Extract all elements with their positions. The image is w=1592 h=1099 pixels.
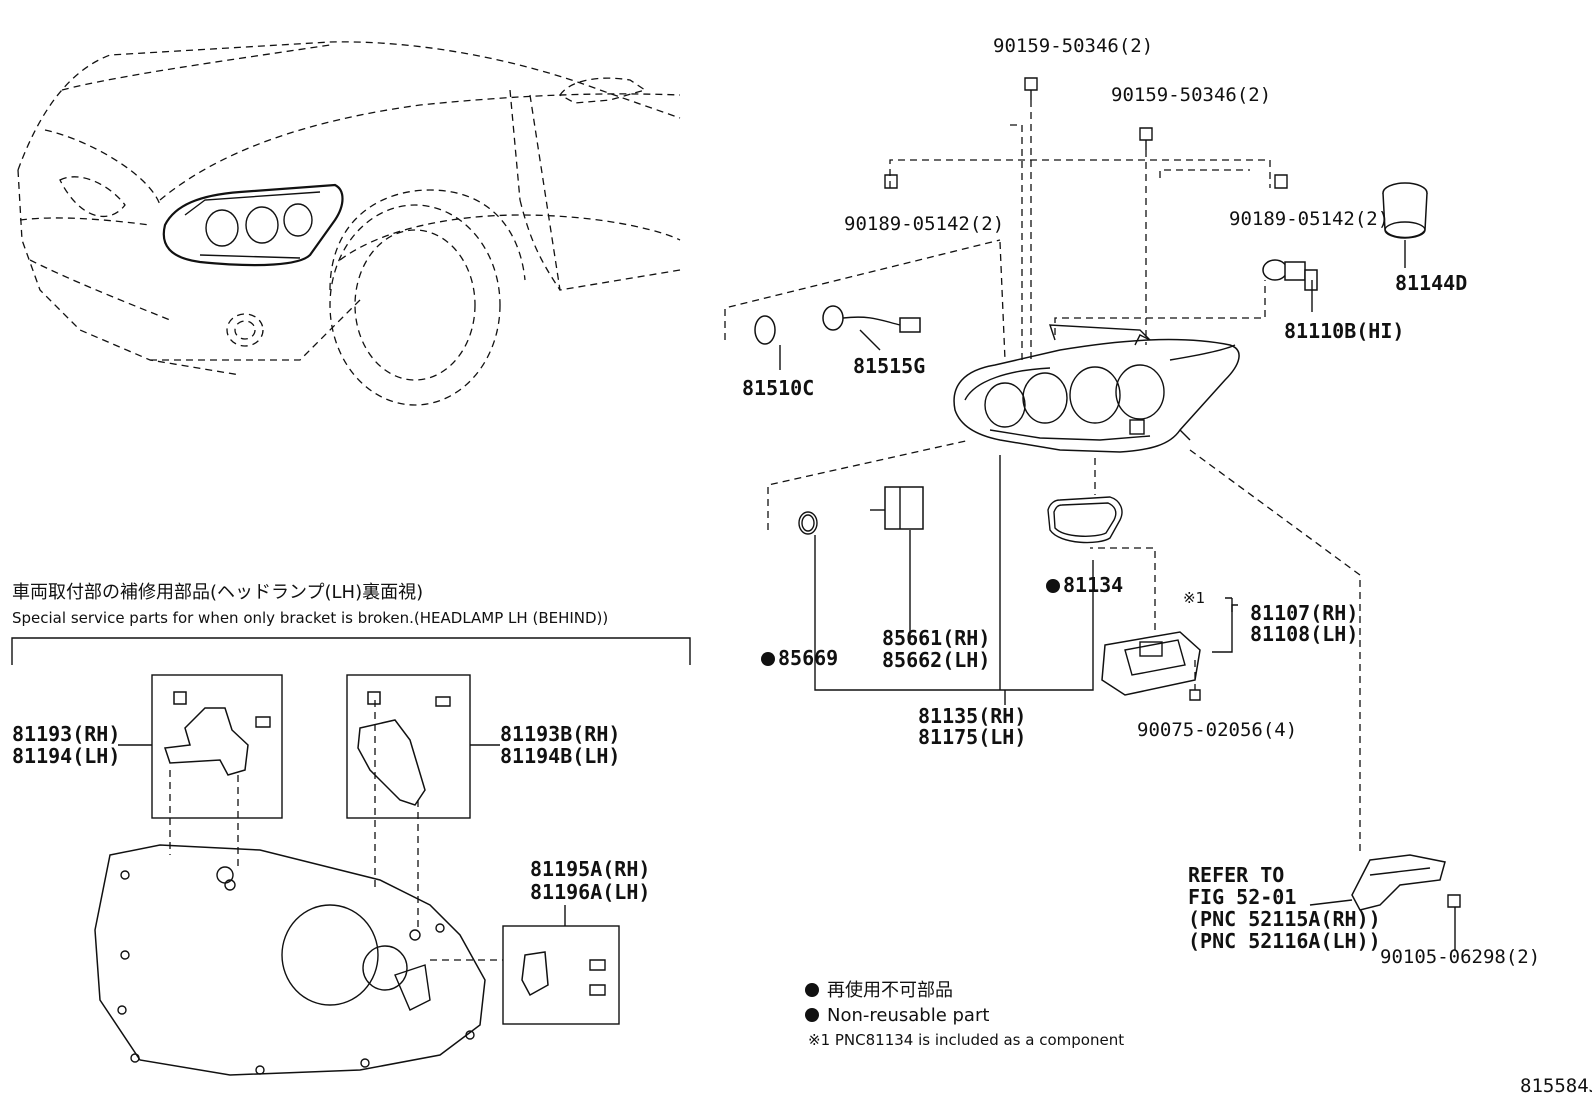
label-81194b: 81194B(LH) xyxy=(500,744,620,768)
legend-bullet-icon xyxy=(805,983,819,997)
leveling-motor-85661-icon xyxy=(870,486,924,530)
gasket-81134-icon xyxy=(1047,496,1123,544)
legend-bullet-icon xyxy=(805,1008,819,1022)
bolt-90159-icon xyxy=(1024,77,1038,100)
label-81107: 81107(RH) xyxy=(1250,601,1358,625)
bulb-81110b-icon xyxy=(1262,259,1318,291)
label-85669: 85669 xyxy=(778,646,838,670)
bolt-90159-b-icon xyxy=(1139,127,1153,150)
special-service-title-en: Special service parts for when only brac… xyxy=(12,609,608,627)
label-81194: 81194(LH) xyxy=(12,744,120,768)
diagram-id: 815584J xyxy=(1520,1075,1592,1097)
label-81175: 81175(LH) xyxy=(918,725,1026,749)
headlamp-assembly xyxy=(953,324,1240,453)
bulb-81510c-icon xyxy=(754,315,776,345)
special-service-title-jp: 車両取付部の補修用部品(ヘッドランプ(LH)裏面視) xyxy=(12,582,423,603)
label-85662: 85662(LH) xyxy=(882,648,990,672)
non-reusable-marker-icon xyxy=(1046,579,1060,593)
label-81515g: 81515G xyxy=(853,354,925,378)
o-ring-85669-icon xyxy=(798,511,818,535)
label-81195a: 81195A(RH) xyxy=(530,857,650,881)
non-reusable-marker-icon xyxy=(761,652,775,666)
label-81193b: 81193B(RH) xyxy=(500,722,620,746)
refer-to-line4: (PNC 52116A(LH)) xyxy=(1188,929,1381,953)
label-90075-02056: 90075-02056(4) xyxy=(1137,719,1297,741)
bolt-90075-icon xyxy=(1189,689,1201,701)
special-service-section xyxy=(11,637,691,1076)
label-90189-05142-a: 90189-05142(2) xyxy=(844,213,1004,235)
label-85661: 85661(RH) xyxy=(882,626,990,650)
label-81135: 81135(RH) xyxy=(918,704,1026,728)
bolt-90105-icon xyxy=(1447,894,1461,908)
refer-to-line2: FIG 52-01 xyxy=(1188,885,1296,909)
refer-to-line1: REFER TO xyxy=(1188,863,1284,887)
car-front-illustration xyxy=(17,41,681,406)
label-81144d: 81144D xyxy=(1395,271,1467,295)
label-90105-06298: 90105-06298(2) xyxy=(1380,946,1540,968)
bracket-52115a-icon xyxy=(1351,854,1446,911)
refer-to-line3: (PNC 52115A(RH)) xyxy=(1188,907,1381,931)
legend-jp: 再使用不可部品 xyxy=(827,980,953,1001)
cap-81144d-icon xyxy=(1382,182,1428,239)
label-81510c: 81510C xyxy=(742,376,814,400)
label-81193: 81193(RH) xyxy=(12,722,120,746)
label-81110b: 81110B(HI) xyxy=(1284,319,1404,343)
label-81134: 81134 xyxy=(1063,573,1123,597)
label-81196a: 81196A(LH) xyxy=(530,880,650,904)
bolt-90189-icon xyxy=(884,174,898,189)
footnote: ※1 PNC81134 is included as a component xyxy=(808,1031,1124,1049)
socket-81515g-icon xyxy=(822,305,921,333)
reference-mark-1: ※1 xyxy=(1183,589,1205,607)
label-90159-50346-b: 90159-50346(2) xyxy=(1111,84,1271,106)
label-90159-50346-a: 90159-50346(2) xyxy=(993,35,1153,57)
legend-en: Non-reusable part xyxy=(827,1005,989,1026)
label-90189-05142-b: 90189-05142(2) xyxy=(1229,208,1389,230)
label-81108: 81108(LH) xyxy=(1250,622,1358,646)
ballast-81107-icon xyxy=(1101,631,1201,696)
bolt-90189-b-icon xyxy=(1274,174,1288,189)
